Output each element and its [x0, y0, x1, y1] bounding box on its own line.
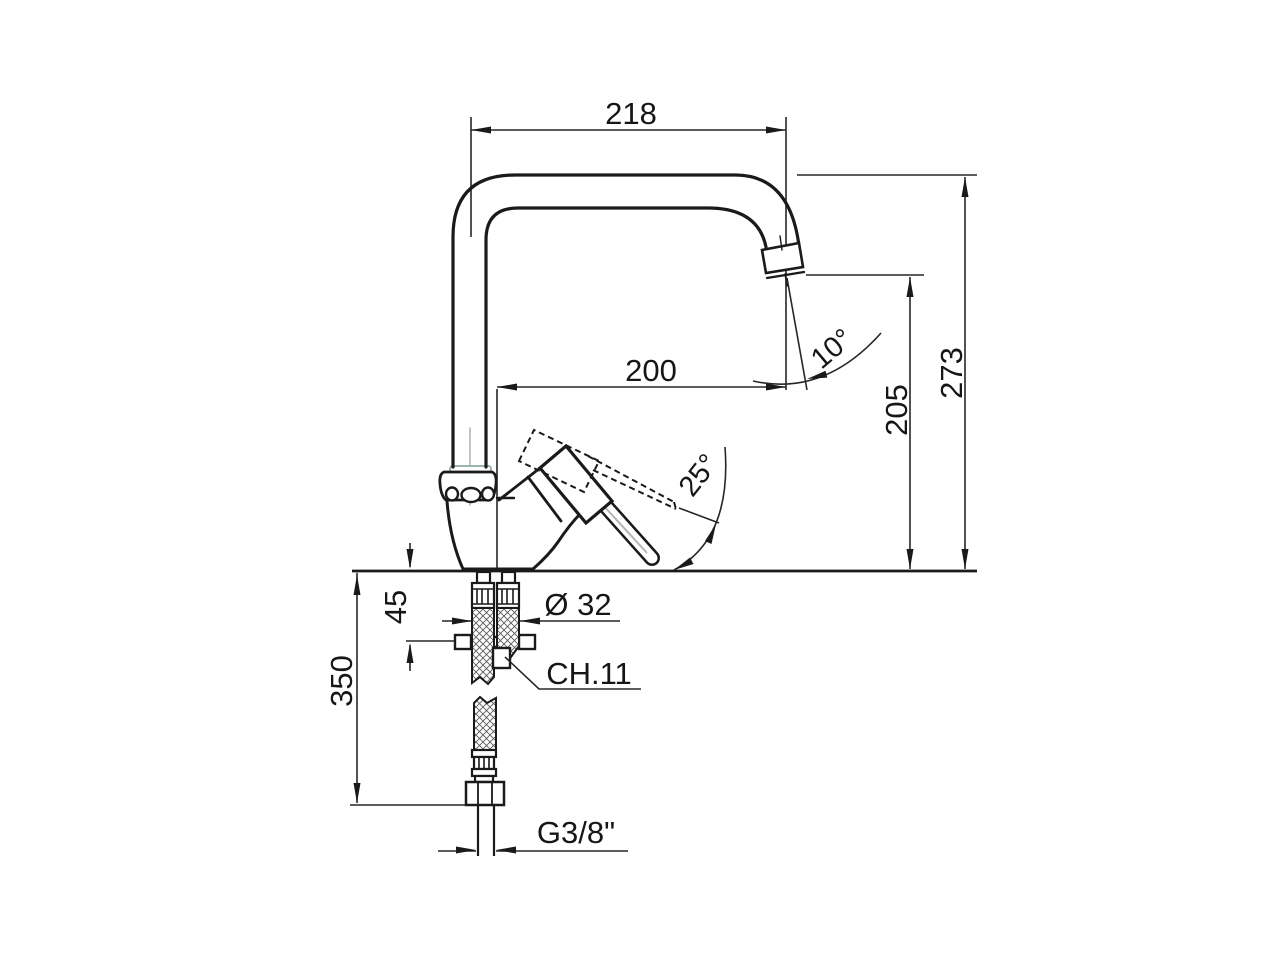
spout-outer — [451, 173, 801, 469]
mounting-hardware — [453, 633, 537, 651]
label-hex-wrench: CH.11 — [546, 656, 632, 691]
aerator-cap — [760, 241, 805, 275]
dimension-arrowheads — [353, 126, 969, 854]
handle-lever-highlight — [601, 503, 648, 554]
label-hose-length: 350 — [324, 655, 359, 707]
label-body-diameter: Ø 32 — [544, 587, 611, 622]
body-shoulder — [497, 466, 542, 502]
tailpiece-stub-right — [500, 570, 517, 585]
handle-housing — [537, 443, 615, 526]
hose-hex-nut — [464, 780, 506, 807]
fixing-piece — [491, 646, 512, 670]
handle-ghost-position — [517, 428, 677, 510]
handle — [537, 443, 660, 566]
label-thread-size: G3/8" — [537, 815, 615, 850]
body-outline — [445, 499, 583, 571]
line-outlet-angle — [786, 277, 808, 391]
label-deck-thickness: 45 — [378, 590, 413, 624]
ext-line-handle-angle — [678, 507, 720, 524]
label-handle-angle: 25° — [673, 448, 725, 502]
thread-stub — [476, 805, 496, 856]
stud-nut-right — [517, 633, 537, 651]
label-outlet-angle: 10° — [805, 323, 859, 376]
ghost-housing — [517, 428, 601, 494]
label-overall-height: 273 — [934, 347, 969, 399]
label-spout-projection: 200 — [625, 353, 677, 388]
braided-hose-left-upper — [471, 607, 495, 686]
supply-hoses — [464, 570, 521, 856]
tailpiece-stub-left — [475, 570, 492, 585]
label-spout-reach: 218 — [605, 96, 657, 131]
leader-line-hex — [504, 656, 641, 690]
spout-inner — [484, 206, 768, 469]
stud-nut-left — [453, 633, 473, 651]
faucet-body — [438, 173, 806, 571]
ghost-lever — [587, 455, 677, 510]
handle-joint-line — [526, 475, 563, 523]
label-outlet-height: 205 — [879, 384, 914, 436]
braided-hose-left-lower — [473, 695, 497, 751]
